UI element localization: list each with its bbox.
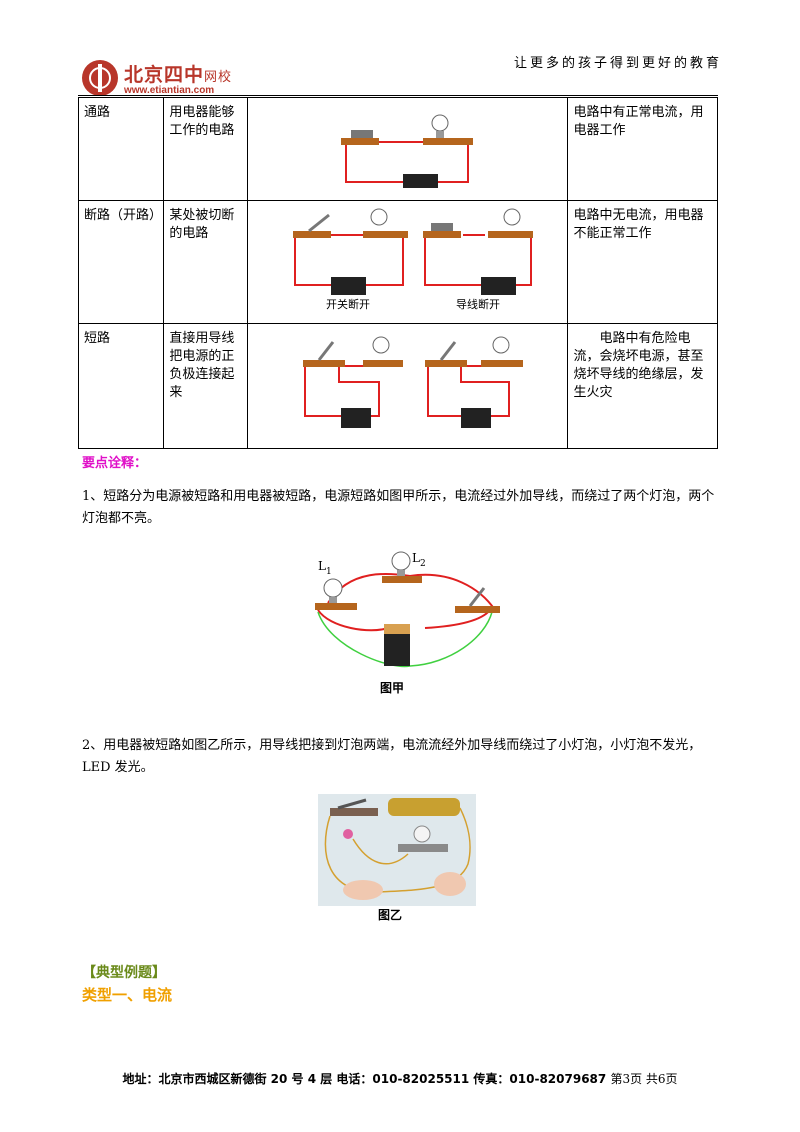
page-footer: 地址：北京市西城区新德街 20 号 4 层 电话：010-82025511 传真… — [0, 1070, 800, 1087]
site-logo: 北京四中网校 www.etiantian.com — [82, 60, 252, 104]
header-slogan: 让更多的孩子得到更好的教育 — [513, 56, 722, 71]
table-row: 断路（开路） 某处被切断的电路 — [77, 200, 718, 324]
circuit-state-table: 通路 用电器能够工作的电路 电路中有正常电流，用电器工作 断路（开路） 某处被切… — [77, 97, 718, 449]
label-l1: L — [318, 559, 326, 573]
label-l2-sub: 2 — [420, 559, 426, 569]
figure-yi-photo — [318, 794, 476, 906]
wire-open-caption: 导线断开 — [456, 297, 500, 311]
description-cell: 电路中无电流，用电器不能正常工作 — [567, 200, 718, 324]
logo-name: 北京四中网校 — [124, 64, 233, 86]
state-cell: 断路（开路） — [77, 200, 165, 324]
svg-text:L1: L1 — [318, 559, 332, 577]
definition-cell: 直接用导线把电源的正负极连接起来 — [163, 323, 249, 449]
key-points-title: 要点诠释： — [82, 456, 148, 471]
closed-circuit-diagram — [341, 114, 474, 192]
description-cell: 电路中有危险电流，会烧坏电源，甚至烧坏导线的绝缘层，发生火灾 — [567, 323, 718, 449]
footer-page-number: 第3页 共6页 — [610, 1072, 678, 1086]
label-l1-sub: 1 — [326, 567, 332, 577]
definition-cell: 某处被切断的电路 — [163, 200, 249, 324]
description-cell: 电路中有正常电流，用电器工作 — [567, 97, 718, 201]
short-circuit-diagram — [303, 336, 524, 428]
svg-text:L2: L2 — [412, 551, 426, 569]
examples-title: 【典型例题】 — [82, 965, 166, 981]
figure-jia: L1 L2 图甲 — [315, 551, 500, 695]
footer-address: 地址：北京市西城区新德街 20 号 4 层 电话：010-82025511 传真… — [122, 1072, 607, 1086]
logo-seal-icon — [82, 60, 118, 96]
type-1-heading: 类型一、电流 — [82, 986, 173, 1004]
header-divider — [78, 95, 718, 96]
paragraph-2: 2、用电器被短路如图乙所示，用导线把接到灯泡两端，电流流经外加导线而绕过了小灯泡… — [82, 738, 702, 775]
logo-url: www.etiantian.com — [124, 85, 215, 96]
switch-open-caption: 开关断开 — [326, 297, 370, 311]
table-row: 短路 直接用导线把电源的正负极连接起来 — [77, 323, 718, 449]
diagram-cell — [247, 323, 569, 449]
diagram-cell — [247, 97, 569, 201]
definition-cell: 用电器能够工作的电路 — [163, 97, 249, 201]
state-cell: 短路 — [77, 323, 165, 449]
paragraph-1: 1、短路分为电源被短路和用电器被短路，电源短路如图甲所示，电流经过外加导线，而绕… — [82, 489, 715, 526]
state-cell: 通路 — [77, 97, 165, 201]
diagram-cell: 开关断开 导线断开 — [247, 200, 569, 324]
table-row: 通路 用电器能够工作的电路 电路中有正常电流，用电器工作 — [77, 97, 718, 201]
figure-jia-caption: 图甲 — [380, 681, 404, 695]
open-circuit-diagram: 开关断开 导线断开 — [293, 208, 534, 311]
label-l2: L — [412, 551, 420, 565]
figure-yi-caption: 图乙 — [378, 908, 403, 922]
